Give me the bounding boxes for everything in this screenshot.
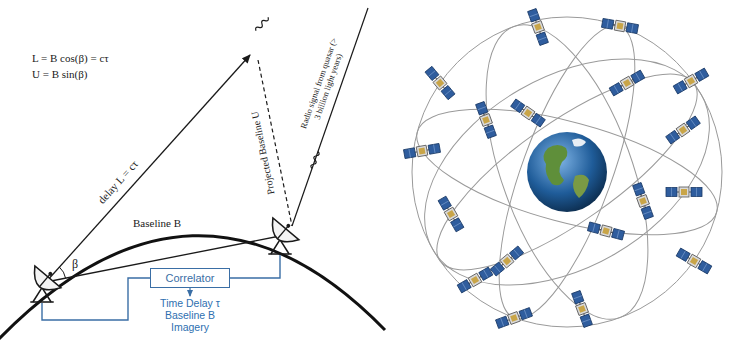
satellite [438, 196, 465, 232]
satellite [457, 267, 493, 294]
radio-wave [310, 151, 320, 169]
signal-wire [42, 255, 280, 320]
satellite [425, 66, 456, 100]
orbit [404, 84, 729, 261]
orbit [385, 12, 745, 332]
satellite [571, 290, 593, 327]
projected-baseline-label: Projected Baseline U [249, 110, 277, 195]
output-label: Time Delay τ Baseline B Imagery [152, 297, 228, 333]
satellite [403, 143, 440, 159]
satellite [490, 246, 524, 277]
delay-line [46, 55, 250, 282]
equation: U = B sin(β) [32, 68, 88, 81]
orbit [411, 42, 722, 302]
satellite [666, 187, 702, 197]
process-box: Correlator [150, 268, 230, 288]
delay-label: delay L = cτ [95, 158, 140, 207]
radio-dish [265, 213, 303, 254]
baseline-label: Baseline B [133, 217, 181, 230]
earth-globe [527, 132, 607, 212]
satellite [601, 18, 638, 34]
satellite [475, 101, 497, 138]
cloud [572, 138, 586, 146]
satellite [587, 222, 624, 241]
orbit [412, 17, 722, 327]
signal-label: Radio signal from quasar (> 3 billion li… [298, 35, 349, 136]
satellite [673, 68, 709, 95]
satellite [495, 307, 532, 329]
satellite [676, 248, 712, 275]
output-arrow [189, 288, 190, 296]
continent [543, 145, 567, 185]
signal-line [292, 8, 368, 226]
satellite [510, 99, 545, 128]
satellite [665, 116, 700, 145]
box-text: Correlator [166, 272, 215, 284]
angle-arc [59, 267, 65, 278]
equation: L = B cos(β) = cτ [32, 52, 109, 65]
radio-wave [254, 16, 269, 32]
angle-label: β [72, 258, 78, 272]
satellite [527, 8, 549, 45]
satellite [609, 70, 645, 97]
orbits [385, 4, 745, 340]
orbit [453, 4, 681, 340]
satellite [632, 182, 654, 219]
earth-surface [0, 236, 385, 343]
continent [573, 175, 589, 198]
radio-dish [27, 261, 65, 302]
